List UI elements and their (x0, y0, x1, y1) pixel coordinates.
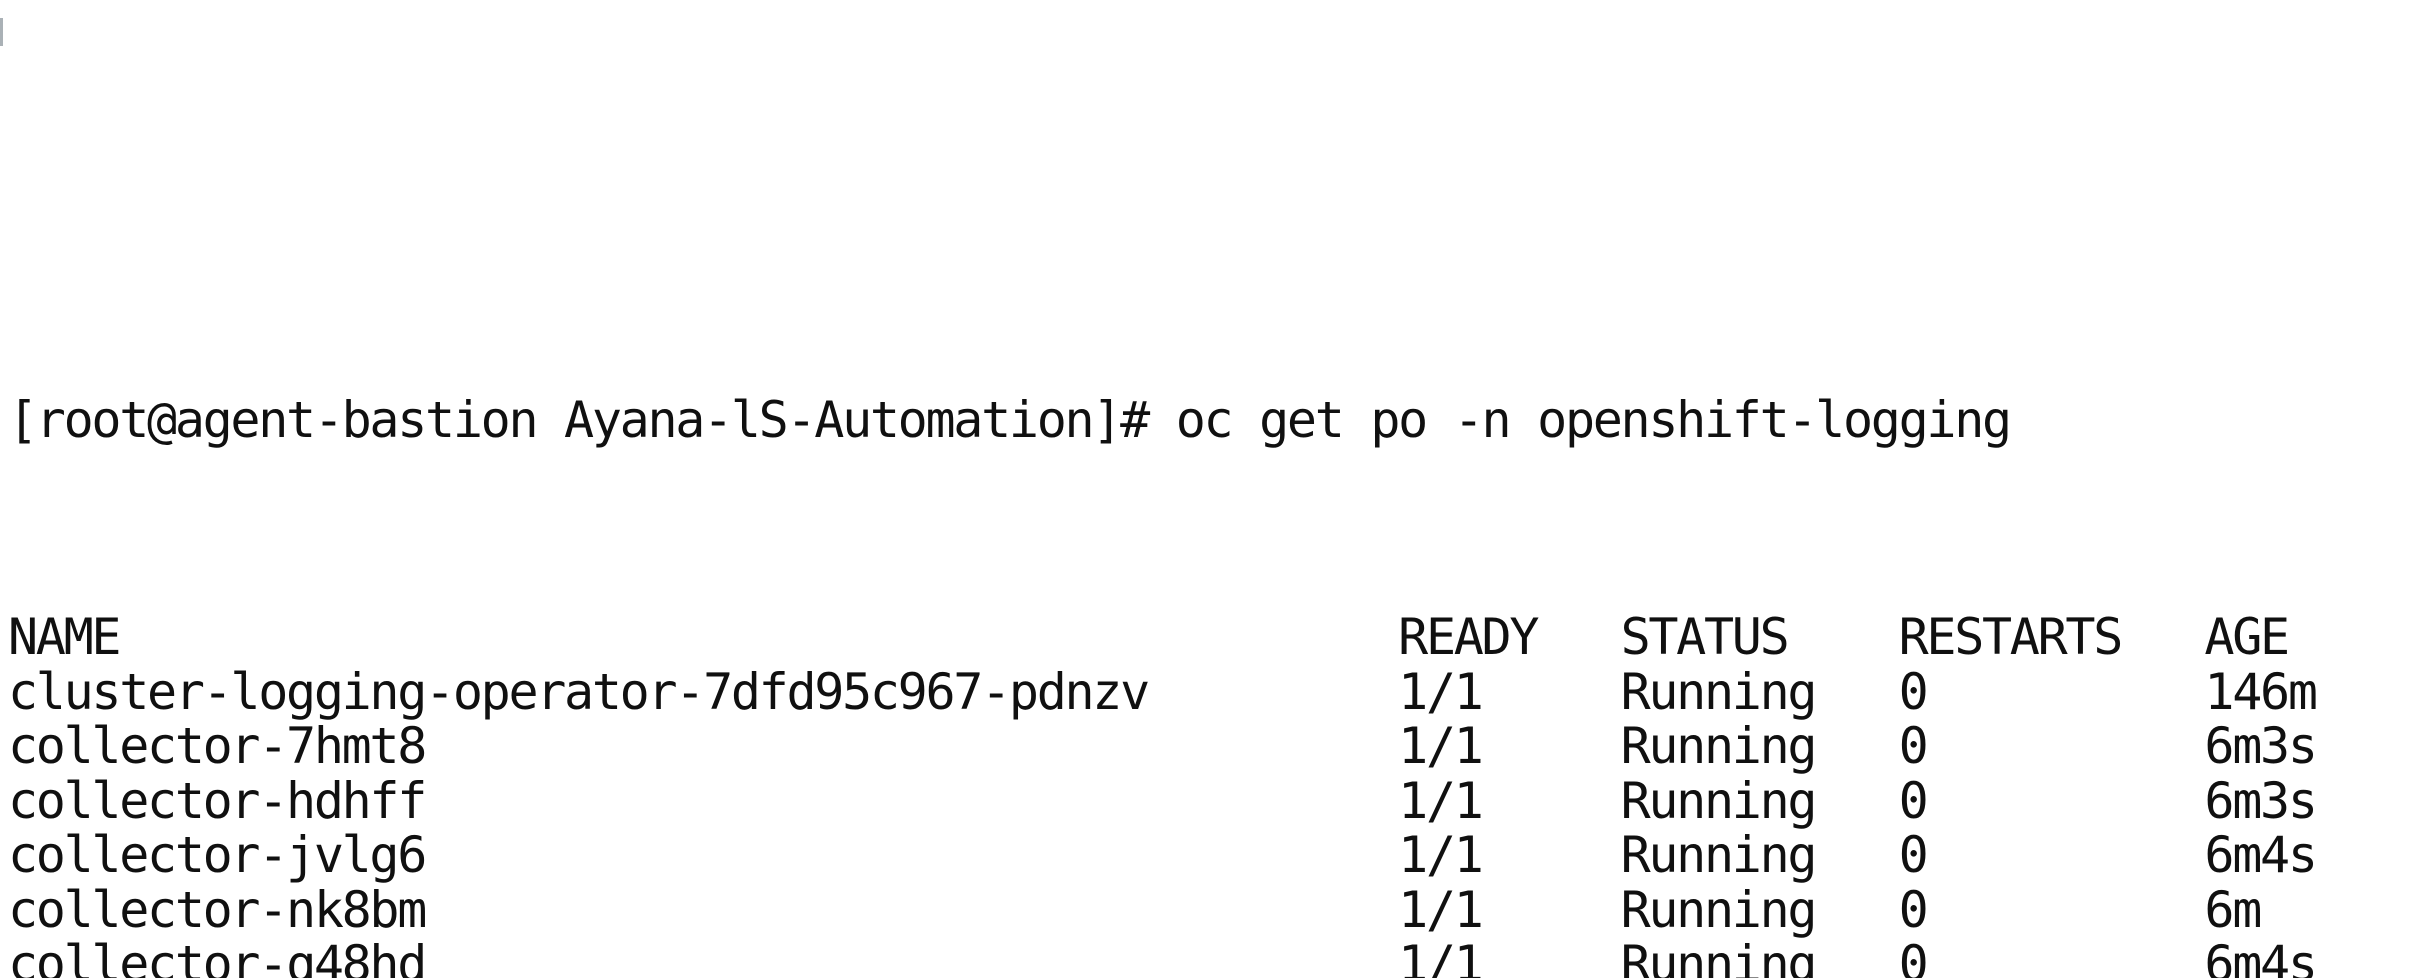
command-text: oc get po -n openshift-logging (1175, 390, 2012, 449)
header-cell-name: NAME (8, 608, 1399, 667)
left-edge-artifact (0, 18, 3, 46)
cell-age: 6m3s (2204, 717, 2318, 776)
command-line: [root@agent-bastion Ayana-lS-Automation]… (8, 393, 2426, 447)
cell-restarts: 0 (1898, 880, 2205, 939)
cell-name: collector-7hmt8 (8, 717, 1399, 776)
table-row: collector-hdhff 1/1 Running 0 6m3s (8, 771, 2426, 830)
cell-status: Running (1620, 880, 1899, 939)
cell-name: collector-jvlg6 (8, 826, 1399, 885)
table-row: collector-7hmt8 1/1 Running 0 6m3s (8, 719, 2426, 773)
cell-status: Running (1620, 826, 1899, 885)
cell-age: 146m (2204, 662, 2318, 721)
header-cell-status: STATUS (1620, 608, 1899, 667)
clipped-previous-line: j g y (8, 218, 2426, 230)
cell-name: cluster-logging-operator-7dfd95c967-pdnz… (8, 662, 1399, 721)
cell-name: collector-hdhff (8, 771, 1399, 830)
table-header-row: NAME READY STATUS RESTARTS AGE (8, 610, 2426, 664)
cell-status: Running (1620, 934, 1899, 978)
table-row: collector-jvlg6 1/1 Running 0 6m4s (8, 828, 2426, 882)
cell-restarts: 0 (1898, 934, 2205, 978)
cell-name: collector-nk8bm (8, 880, 1399, 939)
cell-ready: 1/1 (1398, 934, 1621, 978)
cell-restarts: 0 (1898, 662, 2205, 721)
cell-ready: 1/1 (1398, 771, 1621, 830)
table-row: collector-nk8bm 1/1 Running 0 6m (8, 880, 2426, 939)
cell-status: Running (1620, 771, 1899, 830)
cell-status: Running (1620, 662, 1899, 721)
table-row: collector-q48hd 1/1 Running 0 6m4s (8, 937, 2426, 978)
cell-age: 6m3s (2204, 771, 2318, 830)
cell-restarts: 0 (1898, 717, 2205, 776)
cell-restarts: 0 (1898, 826, 2205, 885)
cell-age: 6m (2204, 880, 2262, 939)
header-cell-age: AGE (2204, 608, 2290, 667)
cell-restarts: 0 (1898, 771, 2205, 830)
cell-ready: 1/1 (1398, 717, 1621, 776)
cell-status: Running (1620, 717, 1899, 776)
cell-age: 6m4s (2204, 934, 2318, 978)
cell-age: 6m4s (2204, 826, 2318, 885)
cell-ready: 1/1 (1398, 880, 1621, 939)
header-cell-restarts: RESTARTS (1898, 608, 2205, 667)
cell-ready: 1/1 (1398, 826, 1621, 885)
cell-ready: 1/1 (1398, 662, 1621, 721)
shell-prompt: [root@agent-bastion Ayana-lS-Automation]… (8, 390, 1176, 449)
cell-name: collector-q48hd (8, 934, 1399, 978)
header-cell-ready: READY (1398, 608, 1621, 667)
table-row: cluster-logging-operator-7dfd95c967-pdnz… (8, 665, 2426, 719)
